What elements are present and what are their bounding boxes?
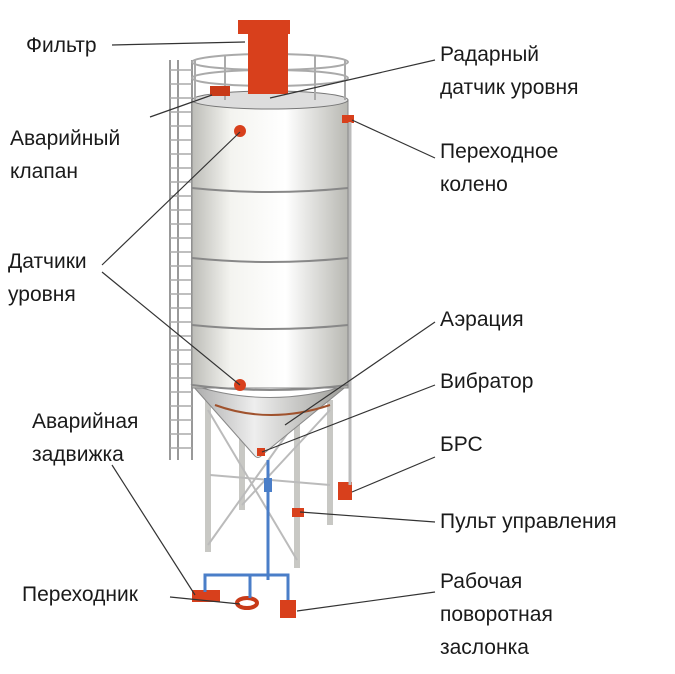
- label-line: Аварийный: [10, 127, 121, 150]
- label-adapter: Переходник: [22, 578, 138, 611]
- label-line: Переходное: [440, 140, 559, 163]
- label-line: колено: [440, 173, 508, 196]
- label-line: Вибратор: [440, 370, 534, 393]
- label-line: Радарный: [440, 43, 540, 66]
- label-line: датчик уровня: [440, 76, 579, 99]
- label-emergency-valve: Аварийный клапан: [10, 122, 120, 188]
- label-line: Переходник: [22, 583, 138, 606]
- vibrator: [257, 448, 265, 456]
- label-vibrator: Вибратор: [440, 365, 533, 398]
- radar-sensor: [210, 86, 230, 96]
- label-line: уровня: [8, 283, 76, 306]
- transition-elbow: [342, 115, 354, 123]
- label-radar-sensor: Радарный датчик уровня: [440, 38, 579, 104]
- label-transition-elbow: Переходное колено: [440, 135, 558, 201]
- label-line: Рабочая: [440, 570, 523, 593]
- label-line: Аэрация: [440, 308, 524, 331]
- rotary-damper: [280, 600, 296, 618]
- brs-coupling: [338, 482, 352, 500]
- label-level-sensors: Датчики уровня: [8, 245, 87, 311]
- control-panel: [292, 508, 304, 517]
- label-filter: Фильтр: [26, 29, 97, 62]
- label-line: клапан: [10, 160, 79, 183]
- label-brs: БРС: [440, 428, 483, 461]
- level-sensor-top: [234, 125, 246, 137]
- leader-lines: [101, 41, 436, 612]
- label-rotary-damper: Рабочая поворотная заслонка: [440, 565, 553, 664]
- label-line: БРС: [440, 433, 483, 456]
- ladder: [169, 60, 193, 460]
- filter-unit: [238, 20, 290, 94]
- label-line: Датчики: [8, 250, 87, 273]
- label-aeration: Аэрация: [440, 303, 524, 336]
- label-control-panel: Пульт управления: [440, 505, 617, 538]
- label-line: поворотная: [440, 603, 553, 626]
- label-line: Пульт управления: [440, 510, 617, 533]
- label-line: заслонка: [440, 636, 529, 659]
- label-line: Фильтр: [26, 34, 97, 57]
- adapter: [192, 590, 220, 602]
- label-emergency-gate: Аварийная задвижка: [32, 405, 138, 471]
- label-line: Аварийная: [32, 410, 139, 433]
- label-line: задвижка: [32, 443, 124, 466]
